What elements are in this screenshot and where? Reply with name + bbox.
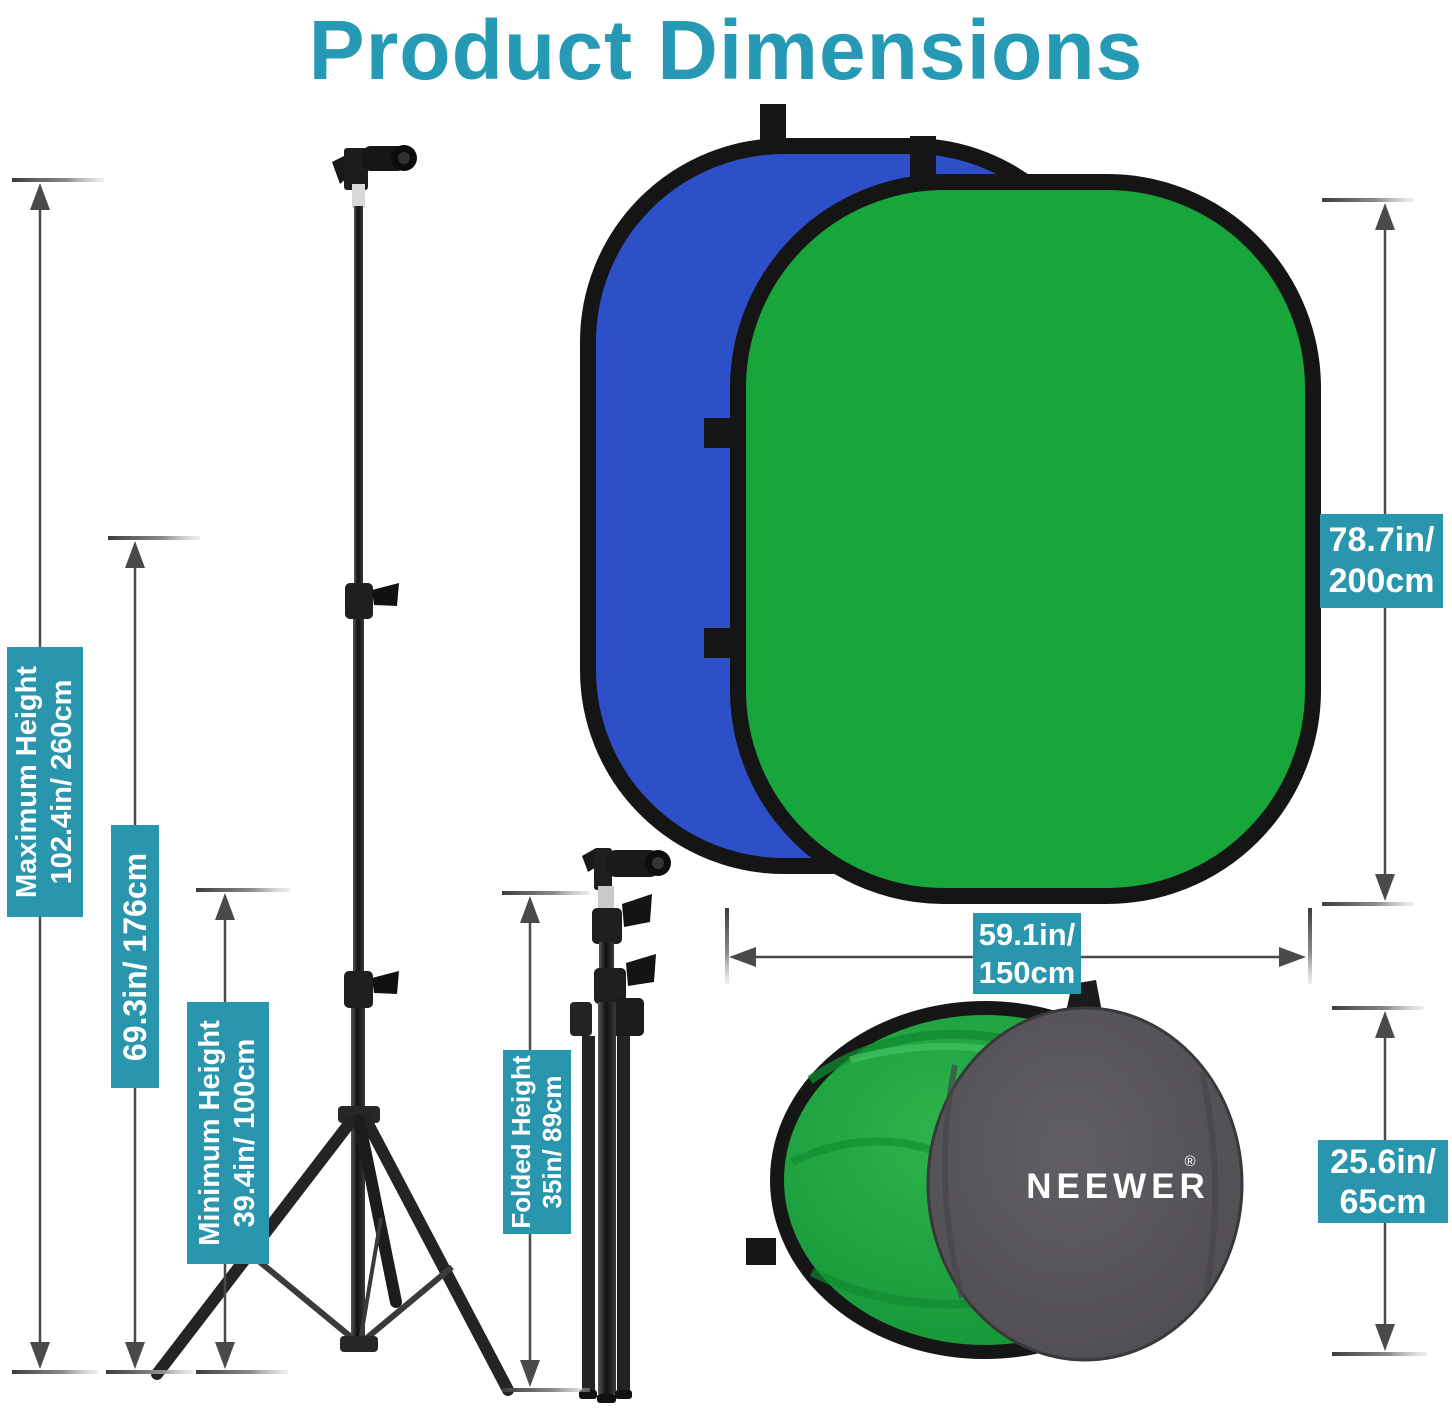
label-backdrop-width: 59.1in/ 150cm [973, 913, 1081, 994]
folded-diameter-inches: 25.6in/ [1330, 1142, 1436, 1181]
backdrop-panel-green [704, 136, 1321, 904]
backdrop-height-cm: 200cm [1328, 562, 1435, 600]
label-maximum-height: Maximum Height 102.4in/ 260cm [7, 647, 83, 917]
folded-height-title: Folded Height [506, 1055, 536, 1229]
label-minimum-height: Minimum Height 39.4in/ 100cm [187, 1002, 269, 1264]
label-extended-height: 69.3in/ 176cm [111, 825, 159, 1088]
stand-mount-head [332, 145, 417, 208]
label-folded-diameter: 25.6in/ 65cm [1318, 1140, 1448, 1223]
stand-clamp [345, 583, 399, 619]
stand-clamp [344, 971, 399, 1008]
minimum-height-title: Minimum Height [194, 1020, 226, 1246]
maximum-height-value: 102.4in/ 260cm [46, 679, 78, 885]
folded-diameter-cm: 65cm [1339, 1182, 1427, 1221]
folded-stand-clamp [592, 894, 652, 944]
green-panel-side-tab [704, 418, 738, 448]
light-stand-extended [151, 145, 514, 1396]
backdrop-width-inches: 59.1in/ [978, 916, 1076, 952]
green-panel-side-tab [704, 628, 738, 658]
carry-bag: NEEWER ® [926, 980, 1244, 1362]
extended-height-value: 69.3in/ 176cm [117, 852, 153, 1061]
page-title: Product Dimensions [308, 3, 1144, 97]
folded-height-value: 35in/ 89cm [537, 1075, 567, 1209]
label-backdrop-height: 78.7in/ 200cm [1320, 514, 1443, 608]
maximum-height-title: Maximum Height [11, 665, 43, 899]
minimum-height-value: 39.4in/ 100cm [229, 1038, 261, 1228]
brand-registered-mark: ® [1184, 1153, 1195, 1170]
backdrop-width-cm: 150cm [978, 954, 1076, 990]
label-folded-height: Folded Height 35in/ 89cm [503, 1050, 571, 1234]
backdrop-height-inches: 78.7in/ [1328, 521, 1435, 559]
disc-side-tab [746, 1238, 776, 1265]
folded-stand-leg-bundle [570, 998, 644, 1403]
brand-logo-text: NEEWER [1026, 1167, 1210, 1206]
folded-stand-clamp [594, 954, 656, 1004]
light-stand-folded [570, 848, 671, 1403]
